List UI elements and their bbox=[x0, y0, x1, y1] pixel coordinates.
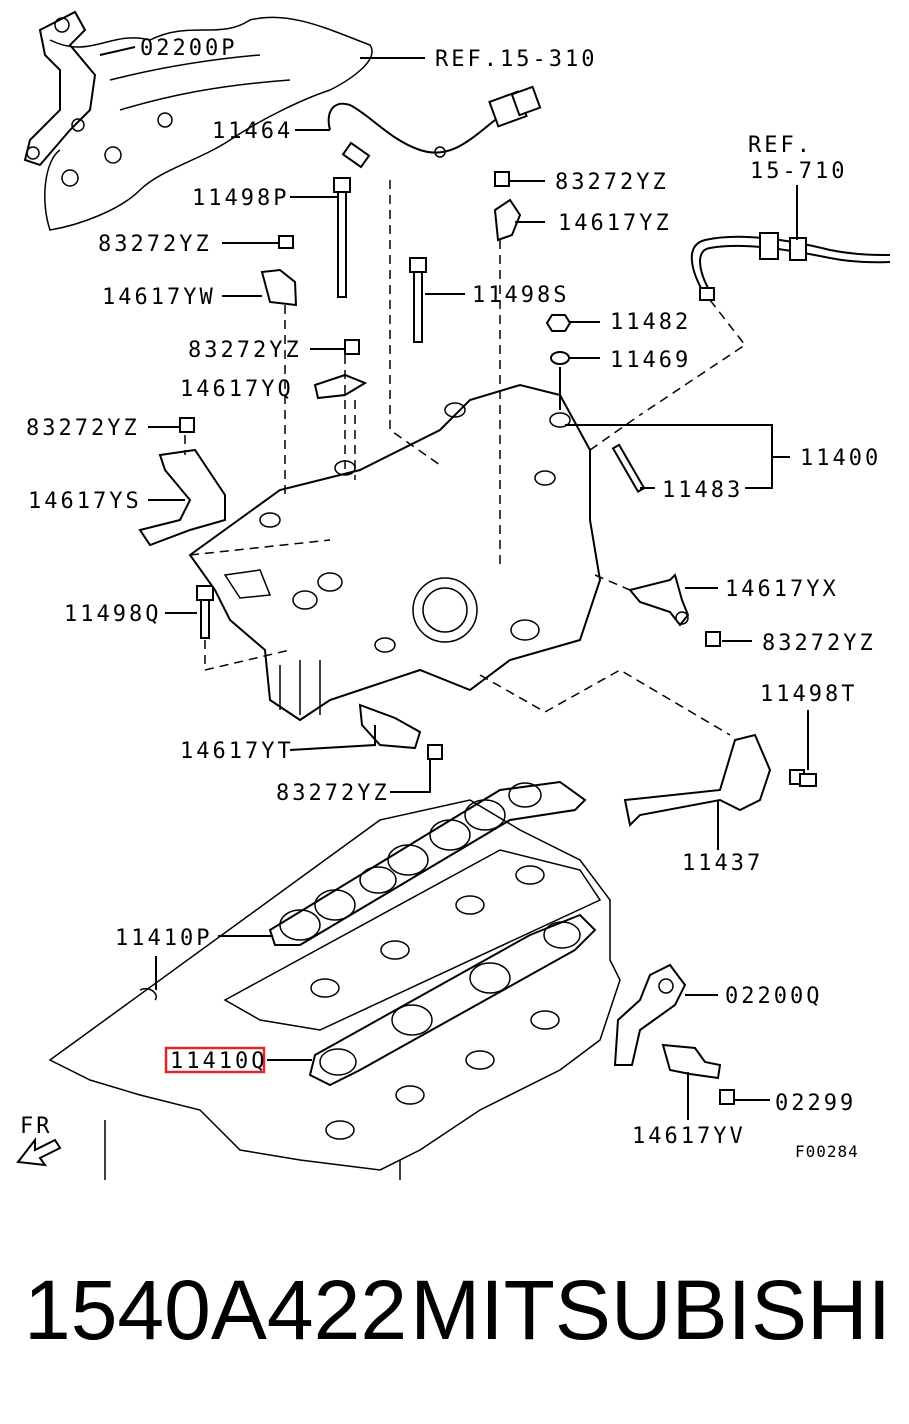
label-15-710: 15-710 bbox=[750, 159, 847, 184]
sensor-11464 bbox=[327, 85, 542, 169]
label-11498q: 11498Q bbox=[64, 602, 161, 627]
washer-11469 bbox=[550, 351, 570, 365]
part-labels: 02200P REF.15-310 11464 REF. 15-710 8327… bbox=[20, 36, 881, 1161]
pin-11483 bbox=[611, 443, 646, 494]
bracket-14617yw bbox=[260, 268, 298, 307]
hose-ref-15-710 bbox=[690, 232, 891, 301]
leader-lines bbox=[99, 46, 809, 1120]
label-83272yz-f: 83272YZ bbox=[276, 781, 390, 806]
gasket-11410p bbox=[268, 780, 587, 946]
intake-manifold-11400 bbox=[188, 383, 602, 722]
figure-code: F00284 bbox=[795, 1142, 859, 1161]
bracket-14617yq bbox=[313, 373, 368, 400]
label-83272yz-c: 83272YZ bbox=[188, 338, 302, 363]
label-11437: 11437 bbox=[682, 851, 763, 876]
upper-intake-outline bbox=[44, 16, 373, 231]
bracket-14617yv bbox=[661, 1043, 722, 1080]
label-14617yv: 14617YV bbox=[632, 1124, 746, 1149]
exploded-parts-diagram: 02200P REF.15-310 11464 REF. 15-710 8327… bbox=[16, 10, 891, 1180]
label-11498s: 11498S bbox=[472, 283, 569, 308]
brand-name: MITSUBISHI bbox=[410, 1263, 891, 1357]
bracket-14617yz bbox=[493, 198, 522, 242]
label-11498p: 11498P bbox=[192, 186, 289, 211]
bolt-11498t bbox=[789, 769, 817, 787]
bracket-14617yx bbox=[628, 573, 690, 627]
bracket-14617ys bbox=[138, 448, 226, 547]
caption-bar: 1540A422 MITSUBISHI bbox=[0, 1255, 909, 1375]
label-02200q: 02200Q bbox=[725, 984, 822, 1009]
label-11410q: 11410Q bbox=[170, 1049, 267, 1074]
bolt-11498p bbox=[333, 177, 351, 298]
gasket-11410q bbox=[308, 913, 597, 1087]
label-02299: 02299 bbox=[775, 1091, 856, 1116]
label-14617yx: 14617YX bbox=[725, 577, 839, 602]
label-ref-15-310: REF.15-310 bbox=[435, 47, 597, 72]
part-number: 1540A422 bbox=[24, 1263, 408, 1357]
bolt-11498s bbox=[409, 257, 427, 343]
label-83272yz-a: 83272YZ bbox=[555, 170, 669, 195]
bolt-11498q bbox=[196, 585, 214, 639]
label-11482: 11482 bbox=[610, 310, 691, 335]
bracket-02200q bbox=[613, 963, 687, 1066]
label-11410p: 11410P bbox=[115, 926, 212, 951]
small-bolts-83272yz bbox=[179, 171, 735, 1105]
label-11400: 11400 bbox=[800, 446, 881, 471]
label-11464: 11464 bbox=[212, 119, 293, 144]
label-83272yz-e: 83272YZ bbox=[762, 631, 876, 656]
label-14617yw: 14617YW bbox=[102, 285, 216, 310]
label-14617yt: 14617YT bbox=[180, 739, 294, 764]
label-02200p: 02200P bbox=[140, 36, 237, 61]
label-ref: REF. bbox=[748, 133, 813, 158]
label-11469: 11469 bbox=[610, 348, 691, 373]
label-11483: 11483 bbox=[662, 478, 743, 503]
bracket-11437 bbox=[623, 733, 772, 828]
front-arrow-icon bbox=[16, 1137, 62, 1167]
label-83272yz-d: 83272YZ bbox=[26, 416, 140, 441]
label-14617yz: 14617YZ bbox=[558, 211, 672, 236]
highlight-box bbox=[164, 1046, 266, 1074]
label-11498t: 11498T bbox=[760, 682, 857, 707]
nut-11482 bbox=[545, 314, 572, 332]
label-83272yz-b: 83272YZ bbox=[98, 232, 212, 257]
label-fr: FR bbox=[20, 1114, 53, 1139]
dashed-guide-lines bbox=[184, 180, 747, 736]
label-14617ys: 14617YS bbox=[28, 489, 142, 514]
cylinder-head-outline bbox=[48, 799, 621, 1180]
bracket-14617yt bbox=[358, 703, 422, 750]
bracket-02200p bbox=[23, 10, 97, 167]
label-14617yq: 14617YQ bbox=[180, 377, 294, 402]
